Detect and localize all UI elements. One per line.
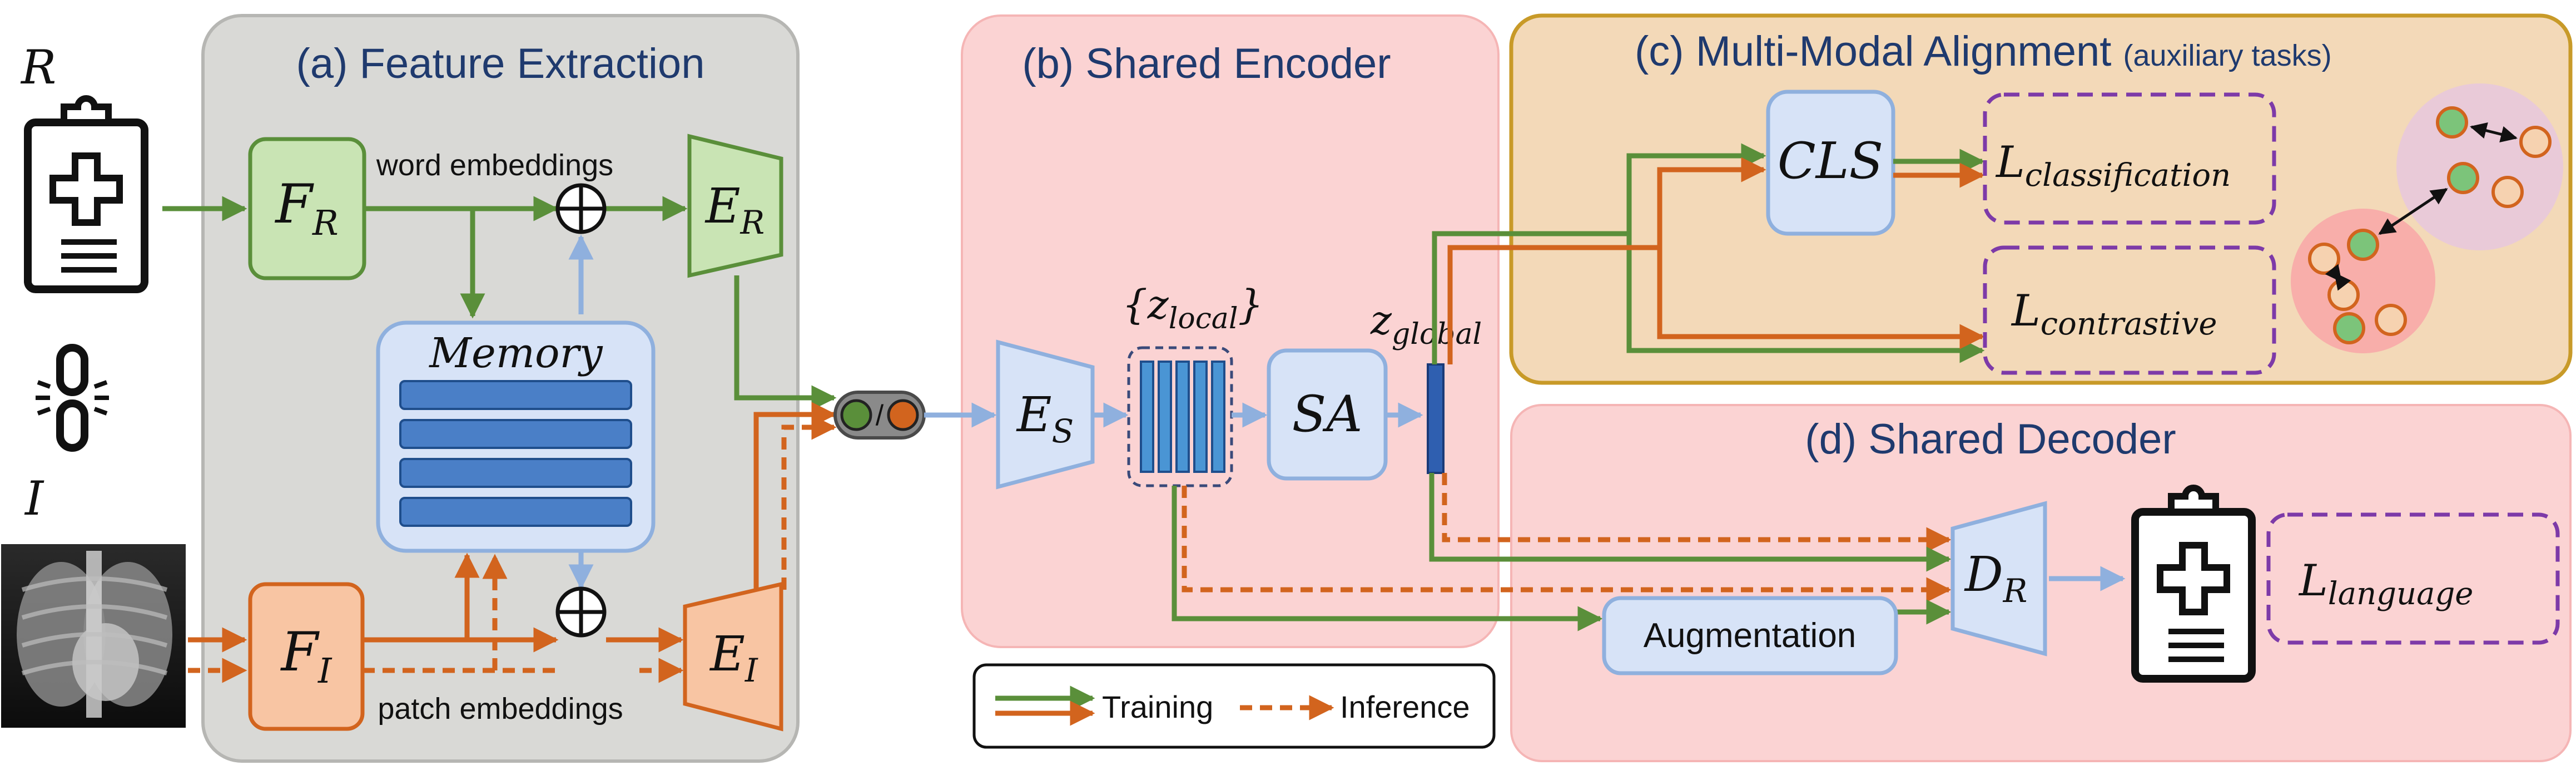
fi-block: FI (248, 582, 365, 731)
legend-training-label: Training (1102, 689, 1213, 724)
modality-switch-toggle: / (833, 391, 926, 440)
language-loss-box: Llanguage (2266, 512, 2560, 645)
svg-text:DR: DR (1964, 547, 2028, 610)
zglobal-to-alignment-train-arrow (1432, 231, 1629, 364)
panel-b-title: (b) Shared Encoder (1022, 40, 1391, 87)
embedding-clusters-illustration (2291, 83, 2563, 353)
memory-block: Memory (376, 320, 656, 553)
text-embedding-dot (2333, 312, 2365, 344)
text-embedding-dot (2347, 229, 2379, 261)
sum-bottom-operator (555, 586, 607, 638)
z-global-feature (1427, 363, 1445, 474)
panel-a-title: (a) Feature Extraction (296, 40, 705, 87)
zglobal-to-decoder-train-arrow (1429, 473, 1952, 572)
augmentation-block: Augmentation (1602, 596, 1898, 675)
contrastive-loss-box: Lcontrastive (1983, 245, 2276, 375)
legend: Training Inference (972, 663, 1496, 749)
memory-slot (399, 419, 632, 449)
svg-text:Lcontrastive: Lcontrastive (2011, 286, 2217, 342)
dr-block: DR (1950, 501, 2047, 657)
er-block: ER (687, 134, 783, 278)
word-embeddings-label: word embeddings (376, 149, 613, 182)
memory-slot (399, 380, 632, 410)
z-local-token (1211, 361, 1225, 473)
ei-block: EI (683, 581, 783, 732)
panel-shared-encoder (961, 14, 1500, 648)
er-to-switch-arrow (734, 275, 837, 411)
svg-text:Lclassification: Lclassification (1995, 137, 2231, 194)
chest-xray-image (1, 544, 186, 728)
text-embedding-dot (2447, 162, 2479, 194)
svg-text:Augmentation: Augmentation (1644, 616, 1857, 655)
svg-text:/: / (876, 399, 884, 432)
image-input-label: I (24, 471, 44, 526)
image-embedding-dot (2491, 176, 2524, 208)
sum-top-operator (555, 183, 607, 234)
image-embedding-dot (2519, 126, 2552, 158)
memory-slot (399, 458, 632, 488)
svg-text:FR: FR (274, 173, 338, 243)
ei-to-switch-infer-arrow (781, 414, 837, 590)
cls-block: CLS (1766, 90, 1895, 236)
fr-block: FR (248, 137, 366, 280)
svg-text:Llanguage: Llanguage (2298, 556, 2473, 612)
legend-inference-label: Inference (1340, 689, 1470, 724)
z-local-token (1140, 361, 1154, 473)
image-embedding-dot (2308, 243, 2340, 275)
patch-embeddings-label: patch embeddings (378, 692, 623, 725)
z-local-label: {zlocal} (1122, 281, 1263, 335)
z-local-token (1175, 361, 1190, 473)
svg-text:Memory: Memory (428, 329, 603, 377)
classification-loss-box: Lclassification (1983, 92, 2276, 225)
to-cls-infer-arrow (1657, 157, 1766, 248)
ei-to-switch-train-arrow (753, 402, 837, 590)
report-input-label: R (20, 40, 56, 95)
broken-link-icon (36, 344, 109, 452)
svg-text:SA: SA (1292, 385, 1363, 443)
svg-text:CLS: CLS (1778, 132, 1883, 190)
z-local-token (1158, 361, 1172, 473)
zglobal-to-decoder-infer-arrow (1442, 473, 1952, 552)
generated-report-clipboard-icon (2131, 485, 2256, 683)
zlocal-to-alignment-train-arrow (1447, 245, 1660, 364)
to-cls-train-arrow (1626, 143, 1766, 234)
image-embedding-dot (2375, 304, 2407, 336)
svg-text:EI: EI (709, 626, 758, 689)
sa-block: SA (1267, 348, 1388, 481)
zlocal-to-decoder-infer-arrow (1182, 486, 1952, 603)
image-embedding-dot (2327, 279, 2360, 311)
to-contrastive-train-arrow (1626, 234, 1985, 363)
memory-slot (399, 497, 632, 527)
z-local-feature-stack (1127, 346, 1233, 487)
to-contrastive-infer-arrow (1657, 248, 1985, 349)
svg-text:ES: ES (1016, 387, 1074, 450)
es-block: ES (996, 339, 1095, 490)
panel-c-title: (c) Multi-Modal Alignment (auxiliary tas… (1635, 28, 2332, 75)
zlocal-to-augmentation-arrow (1172, 486, 1603, 631)
text-embedding-dot (2436, 106, 2468, 139)
panel-d-title: (d) Shared Decoder (1805, 416, 2176, 463)
clipboard-icon (24, 95, 148, 293)
svg-text:ER: ER (704, 179, 765, 241)
z-local-token (1193, 361, 1208, 473)
svg-text:FI: FI (280, 621, 332, 691)
